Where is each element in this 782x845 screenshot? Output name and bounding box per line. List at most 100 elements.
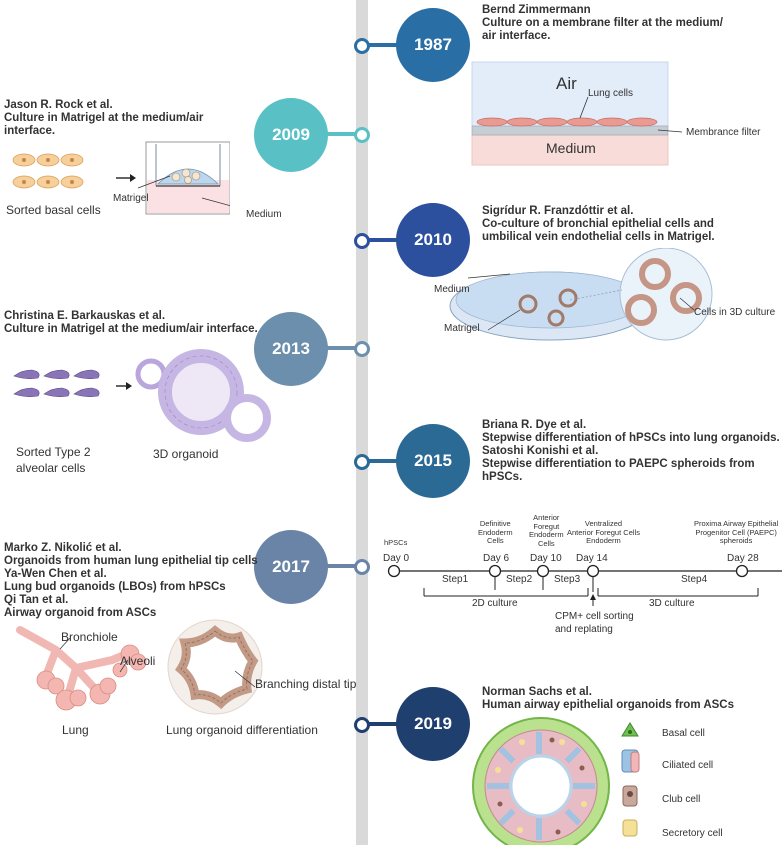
stage-line: Anterior [533,513,560,522]
event-line: Christina E. Barkauskas et al. [4,310,166,322]
bronchiole-label: Bronchiole [61,630,118,644]
step-label-3: Step3 [554,574,581,585]
legend-club-cell: Club cell [662,794,701,805]
year-badge-1987: 1987 [396,8,470,82]
event-line: Jason R. Rock et al. [4,99,113,111]
medium-label-2009: Medium [246,209,282,220]
event-line: interface. [4,125,56,137]
stage-label-0: hPSCs [384,538,407,548]
membrane-filter-label: Membrance filter [686,127,761,138]
event-line: Norman Sachs et al. [482,686,592,698]
secretory-cell-icon [622,819,638,837]
event-line: Culture in Matrigel at the medium/air [4,112,204,124]
cpm-sorting-label-line1: CPM+ cell sorting [555,611,634,622]
event-text-2017: Marko Z. Nikolić et al. Organoids from h… [4,542,258,620]
connector-1987 [362,43,402,47]
timeline-node-2015 [354,454,370,470]
event-text-2019: Norman Sachs et al. Human airway epithel… [482,686,734,712]
event-line: Culture on a membrane filter at the medi… [482,17,723,29]
event-text-1987: Bernd Zimmermann Culture on a membrane f… [482,4,723,43]
stage-line: Definitive [479,519,511,528]
connector-2017 [320,564,362,568]
3d-organoid-label: 3D organoid [153,447,219,461]
step-label-2: Step2 [506,574,533,585]
year-badge-2019: 2019 [396,687,470,761]
day-label-3: Day 14 [576,553,608,564]
step-label-4: Step4 [681,574,708,585]
cells-3d-culture-label: Cells in 3D culture [694,307,776,318]
lung-illustration [16,626,147,711]
year-badge-2013: 2013 [254,312,328,386]
culture-3d-label: 3D culture [649,598,695,609]
stage-line: Ventralized [584,519,623,528]
event-line: Airway organoid from ASCs [4,607,157,619]
lung-cells-label: Lung cells [588,88,634,99]
matrigel-label-2010: Matrigel [444,323,480,334]
culture-2d-label: 2D culture [472,598,518,609]
stage-line: spheroids [719,536,753,545]
branching-tip-label: Branching distal tip [255,677,357,691]
event-line: Stepwise differentiation of hPSCs into l… [482,432,780,444]
day-label-1: Day 6 [483,553,510,564]
matrigel-transwell-illustration [12,141,230,215]
connector-2013 [320,346,362,350]
type2-organoid-illustration [13,349,271,442]
timeline-node-1987 [354,38,370,54]
stage-line: Progenitor Cell (PAEPC) [695,527,777,537]
stage-line: Endoderm [529,530,564,539]
timeline-node-2019 [354,717,370,733]
connector-2010 [362,238,402,242]
connector-2019 [362,722,402,726]
event-line: Briana R. Dye et al. [482,419,587,431]
legend-basal-cell: Basal cell [662,728,705,739]
timeline-node-2017 [354,559,370,575]
event-line: Sigrídur R. Franzdóttir et al. [482,205,634,217]
event-line: umbilical vein endothelial cells in Matr… [482,231,715,243]
event-line: Human airway epithelial organoids from A… [482,699,734,711]
stage-line: Anterior Foregut Cells [567,527,640,537]
event-text-2010: Sigrídur R. Franzdóttir et al. Co-cultur… [482,205,715,244]
event-line: Marko Z. Nikolić et al. [4,542,122,554]
step-label-1: Step1 [442,574,469,585]
stage-line: Cells [486,536,504,545]
sorted-type2-label-line2: alveolar cells [16,461,86,475]
event-line: Lung bud organoids (LBOs) from hPSCs [4,581,226,593]
stage-line: Endoderm [478,527,513,537]
day-label-0: Day 0 [383,553,410,564]
event-line: hPSCs. [482,471,523,483]
year-badge-2010: 2010 [396,203,470,277]
year-badge-2015: 2015 [396,424,470,498]
timeline-spine [356,0,368,845]
day-label-4: Day 28 [727,553,759,564]
medium-label-2010: Medium [434,284,470,295]
cpm-sorting-label-line2: and replating [555,624,613,635]
differentiation-timeline [387,564,782,606]
timeline-node-2010 [354,233,370,249]
event-line: Organoids from human lung epithelial tip… [4,555,258,567]
legend-secretory-cell: Secretory cell [662,828,723,839]
stage-line: Endoderm [586,536,621,545]
event-line: Culture in Matrigel at the medium/air in… [4,323,258,335]
stage-line: Proxima Airway Epithelial [694,519,779,528]
stage-line: Foregut [533,521,560,531]
organoid-differentiation-label: Lung organoid differentiation [166,723,318,737]
event-line: Bernd Zimmermann [482,4,591,16]
event-line: Stepwise differentiation to PAEPC sphero… [482,458,755,470]
sorted-basal-cells-label: Sorted basal cells [6,203,101,217]
airway-organoid-illustration [472,717,610,845]
event-line: air interface. [482,30,551,42]
year-badge-2009: 2009 [254,98,328,172]
connector-2015 [362,459,402,463]
coculture-dish-illustration [449,248,713,341]
basal-cell-icon [621,722,639,737]
connector-2009 [320,132,362,136]
event-line: Co-culture of bronchial epithelial cells… [482,218,714,230]
alveoli-label: Alveoli [120,654,156,668]
legend-ciliated-cell: Ciliated cell [662,760,714,771]
event-line: Ya-Wen Chen et al. [4,568,107,580]
cell-legend-icons [621,722,640,837]
event-text-2015: Briana R. Dye et al. Stepwise differenti… [482,419,780,484]
